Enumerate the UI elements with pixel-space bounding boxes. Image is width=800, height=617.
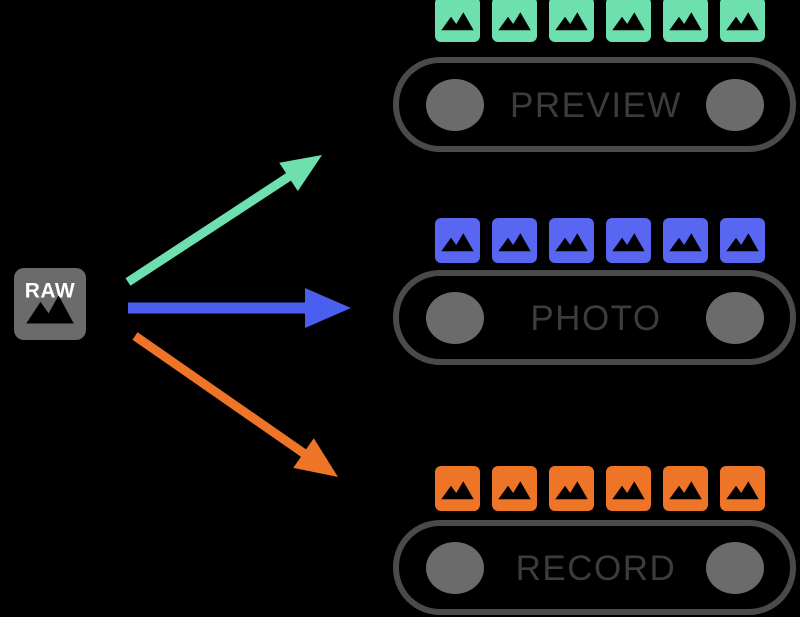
image-mountain-icon [441, 12, 474, 31]
tile-background [492, 0, 537, 42]
arrows-layer [125, 155, 351, 477]
raw-source[interactable]: RAW [14, 268, 86, 340]
preview-frame-tile[interactable] [606, 0, 651, 42]
preview-frame-tile[interactable] [492, 0, 537, 42]
preview-frame-tile[interactable] [435, 0, 480, 42]
photo-frame-tile[interactable] [663, 218, 708, 263]
tile-background [606, 218, 651, 263]
image-mountain-icon [441, 481, 474, 500]
image-mountain-icon [669, 233, 702, 252]
tile-background [492, 218, 537, 263]
image-mountain-icon [612, 233, 645, 252]
preview-frame-tile[interactable] [720, 0, 765, 42]
image-mountain-icon [726, 233, 759, 252]
tile-background [435, 218, 480, 263]
record-frame-tile[interactable] [435, 466, 480, 511]
tile-background [720, 218, 765, 263]
tile-background [492, 466, 537, 511]
preview-belt-label: PREVIEW [510, 86, 682, 125]
record-frame-tile[interactable] [549, 466, 594, 511]
image-mountain-icon [612, 12, 645, 31]
record-right-roller-icon [706, 542, 764, 594]
tile-background [549, 0, 594, 42]
preview-frame-tile[interactable] [549, 0, 594, 42]
arrow-to-record [132, 332, 338, 477]
image-mountain-icon [726, 481, 759, 500]
tile-background [606, 0, 651, 42]
image-mountain-icon [669, 481, 702, 500]
photo-frame-tile[interactable] [435, 218, 480, 263]
record-frame-tile[interactable] [492, 466, 537, 511]
preview-tile-strip [435, 0, 765, 42]
preview-left-roller-icon [426, 79, 484, 131]
image-mountain-icon [441, 233, 474, 252]
raw-source-label: RAW [25, 280, 76, 303]
record-tile-strip [435, 466, 765, 511]
pipelines-layer: PREVIEW PHOTO RECORD [393, 0, 796, 615]
photo-left-roller-icon [426, 292, 484, 344]
tile-background [720, 0, 765, 42]
photo-pipeline: PHOTO [393, 218, 796, 365]
photo-frame-tile[interactable] [720, 218, 765, 263]
tile-background [663, 0, 708, 42]
image-mountain-icon [498, 12, 531, 31]
image-mountain-icon [555, 233, 588, 252]
tile-background [435, 466, 480, 511]
record-pipeline: RECORD [393, 466, 796, 615]
tile-background [435, 0, 480, 42]
tile-background [663, 466, 708, 511]
arrow-to-photo [128, 288, 351, 328]
record-frame-tile[interactable] [606, 466, 651, 511]
record-belt-label: RECORD [516, 549, 677, 588]
photo-belt-label: PHOTO [530, 299, 661, 338]
record-frame-tile[interactable] [720, 466, 765, 511]
image-mountain-icon [612, 481, 645, 500]
photo-frame-tile[interactable] [549, 218, 594, 263]
tile-background [606, 466, 651, 511]
preview-frame-tile[interactable] [663, 0, 708, 42]
tile-background [549, 218, 594, 263]
arrow-to-preview [125, 155, 322, 286]
image-mountain-icon [498, 233, 531, 252]
record-left-roller-icon [426, 542, 484, 594]
preview-conveyor-belt[interactable] [393, 57, 796, 152]
tile-background [720, 466, 765, 511]
tile-background [663, 218, 708, 263]
preview-pipeline: PREVIEW [393, 0, 796, 152]
photo-right-roller-icon [706, 292, 764, 344]
image-mountain-icon [726, 12, 759, 31]
image-mountain-icon [498, 481, 531, 500]
photo-tile-strip [435, 218, 765, 263]
record-frame-tile[interactable] [663, 466, 708, 511]
photo-conveyor-belt[interactable] [393, 270, 796, 365]
image-mountain-icon [555, 481, 588, 500]
image-mountain-icon [669, 12, 702, 31]
tile-background [549, 466, 594, 511]
preview-right-roller-icon [706, 79, 764, 131]
image-mountain-icon [26, 295, 74, 324]
photo-frame-tile[interactable] [606, 218, 651, 263]
photo-frame-tile[interactable] [492, 218, 537, 263]
image-mountain-icon [555, 12, 588, 31]
record-conveyor-belt[interactable] [393, 520, 796, 615]
raw-source-layer: RAW [14, 268, 86, 340]
